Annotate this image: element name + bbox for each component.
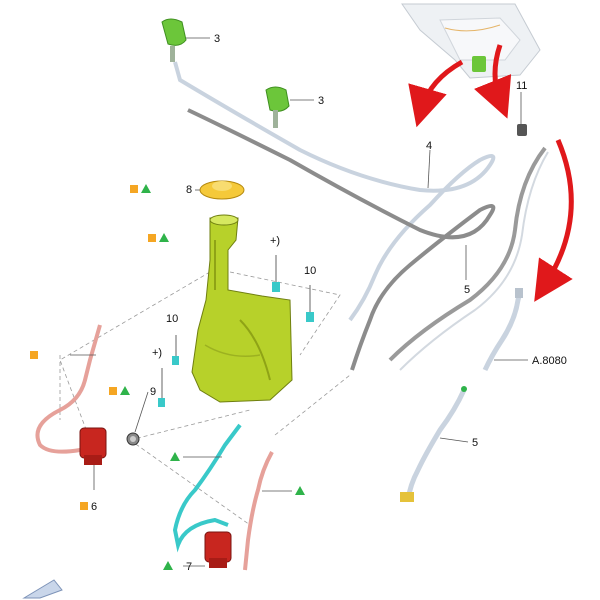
callout-plus-lower: +) [152,347,162,359]
callout-5-hose-upper: 5 [464,284,470,296]
callout-rear-red-hose [295,486,305,495]
vehicle-inset-thumbnail [401,3,541,79]
callout-label-text: 5 [464,284,470,296]
callout-filler-neck [148,233,169,242]
callout-label-text: 11 [516,80,527,92]
clip-icon [517,124,527,136]
callout-label-text: 8 [186,184,192,196]
washer-reservoir-icon [191,214,293,403]
rear-hose-section-icon [482,288,523,372]
light-upper-hose [173,61,496,322]
callout-9-grommet: 9 [109,386,156,398]
grommet-icon [126,432,140,446]
square-marker-icon [80,502,88,510]
pink-front-hose [35,324,102,454]
square-marker-icon [30,351,38,359]
inset-highlight-icon [472,56,486,72]
dark-grey-hose [187,108,496,371]
triangle-marker-icon [159,233,169,242]
red-arrow-right [534,139,574,302]
leader-lines [70,37,528,567]
triangle-marker-icon [141,184,151,193]
connector-upper-icon [272,255,314,322]
triangle-marker-icon [163,561,173,570]
triangle-marker-icon [170,452,180,461]
callout-11-clip: 11 [516,80,527,92]
pink-rear-hose [243,451,274,571]
lower-hose-5-icon [400,386,467,502]
callout-labels: 3 3 11 4 8 +) 10 5 10 +) A.8080 9 5 6 7 [30,33,567,573]
upper-washer-nozzle-icon [161,18,187,62]
callout-label-text: 6 [91,501,97,513]
callout-10-lower-connector: 10 [166,313,178,325]
page-corner-arrow-icon [22,579,63,599]
callout-label-text: 4 [426,140,432,152]
callout-plus-upper: +) [270,235,280,247]
callout-label-text: 10 [304,265,316,277]
square-marker-icon [109,387,117,395]
front-washer-pump-icon [79,427,107,465]
callout-7-rear-pump: 7 [163,561,192,573]
callout-8-filler-cap: 8 [130,184,192,196]
callout-label-text: +) [270,235,280,247]
triangle-marker-icon [295,486,305,495]
callout-3-lower-nozzle: 3 [318,95,324,107]
callout-5-hose-lower: 5 [472,437,478,449]
square-marker-icon [148,234,156,242]
callout-label-text: +) [152,347,162,359]
cyan-hose [172,423,242,553]
lower-washer-nozzle-icon [265,86,290,128]
callout-blue-hose [170,452,180,461]
callout-10-upper-connector: 10 [304,265,316,277]
callout-4-hose-assembly: 4 [426,140,432,152]
right-light-hose [399,151,549,371]
callout-label-text: 7 [186,561,192,573]
callout-label-text: 5 [472,437,478,449]
connector-lower-icon [158,335,179,407]
direction-arrows [408,44,574,302]
rear-washer-pump-icon [204,531,232,568]
callout-3-upper-nozzle: 3 [214,33,220,45]
filler-cap-icon [199,180,245,200]
callout-label-text: 3 [318,95,324,107]
callout-a8080-reference: A.8080 [532,355,567,367]
dashed-assembly-lines [59,271,351,526]
triangle-marker-icon [120,386,130,395]
square-marker-icon [130,185,138,193]
callout-label-text: 9 [150,386,156,398]
red-arrow-left [408,59,464,128]
callout-label-text: A.8080 [532,355,567,367]
callout-6-front-pump: 6 [80,501,97,513]
callout-label-text: 3 [214,33,220,45]
callout-label-text: 10 [166,313,178,325]
callout-red-hose [30,351,38,359]
right-grey-hose [388,146,547,362]
red-arrow-middle [474,44,512,119]
